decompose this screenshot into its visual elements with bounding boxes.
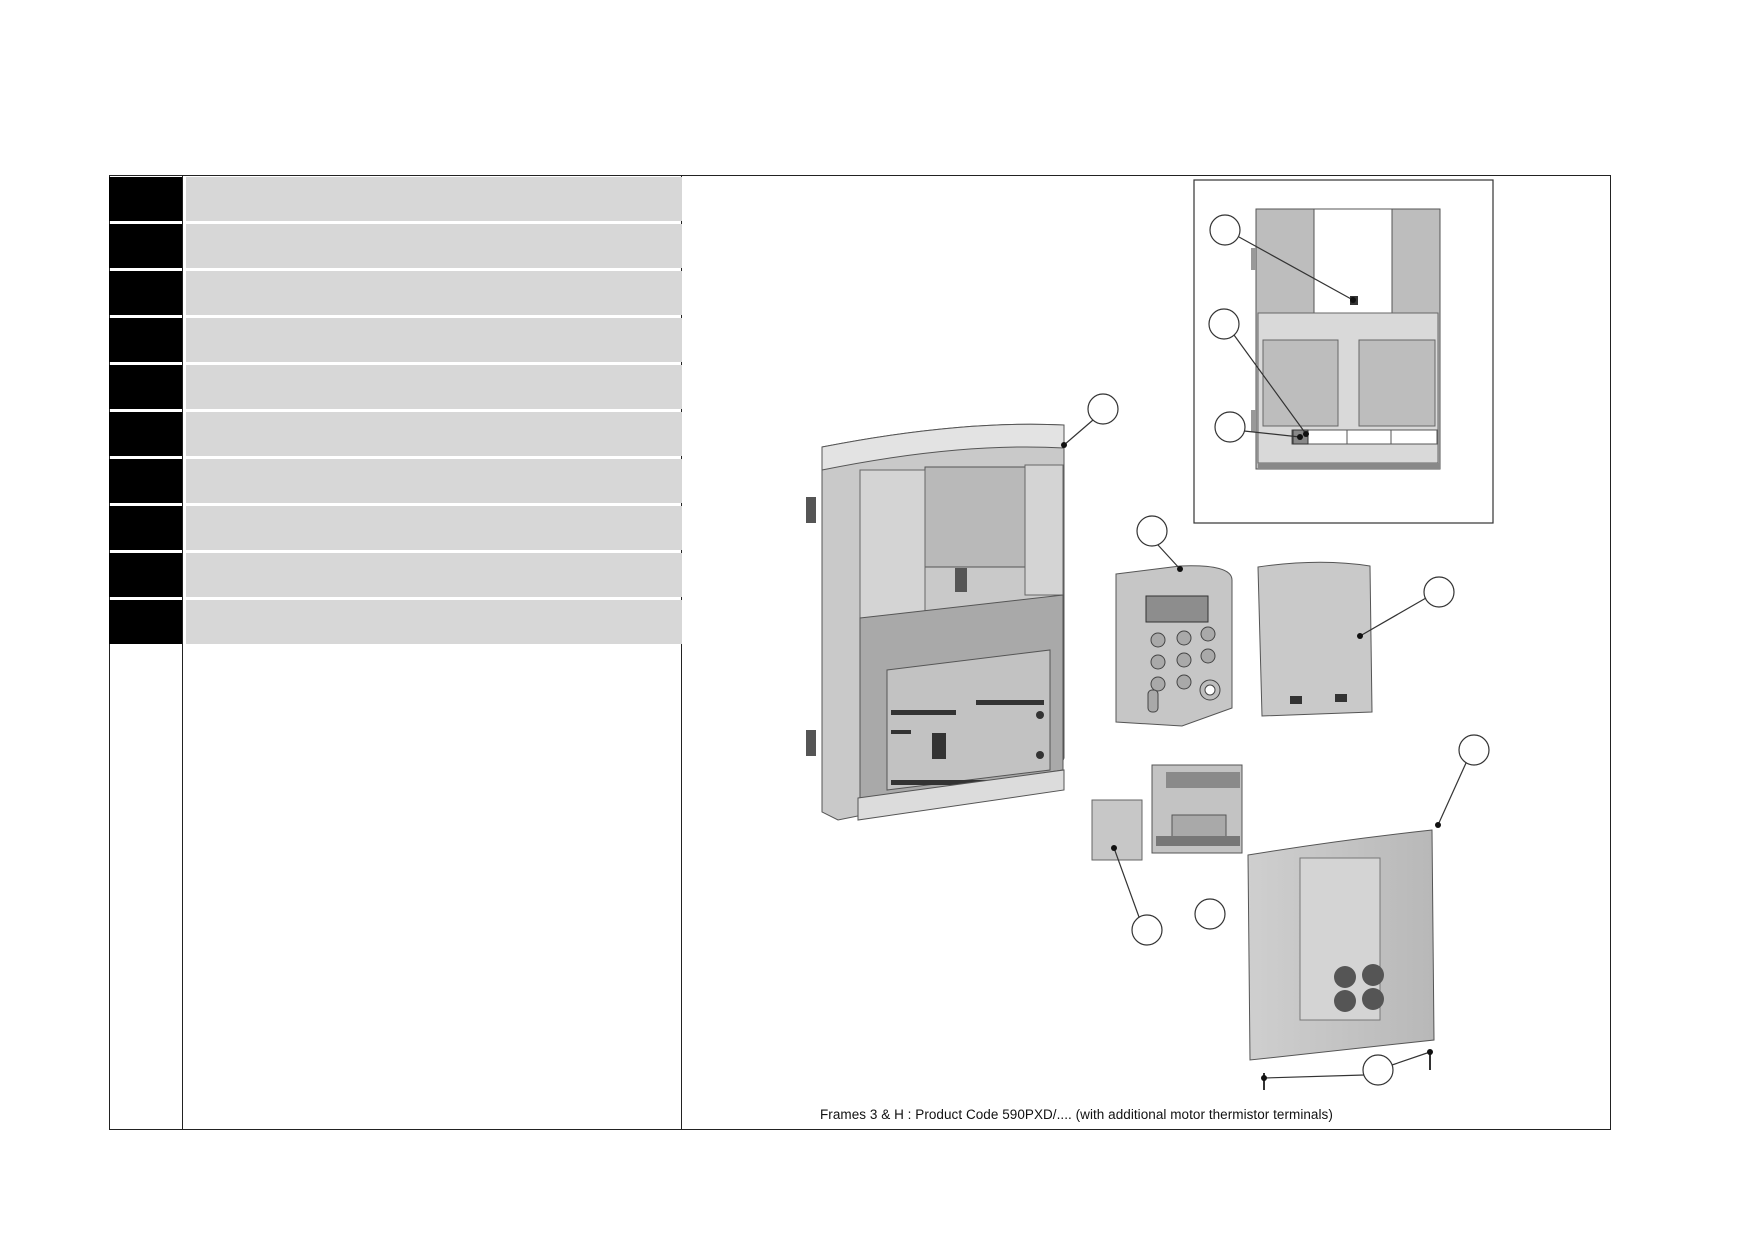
item-description-cell — [186, 459, 682, 503]
item-number-cell — [109, 224, 182, 268]
terminal-cover — [1247, 829, 1435, 1090]
item-number-cell — [109, 600, 182, 644]
blank-cover — [1257, 561, 1373, 717]
inset-view — [1193, 179, 1494, 524]
table-row — [109, 553, 682, 597]
table-row — [109, 271, 682, 315]
column-divider-figure — [681, 175, 682, 1130]
item-number-cell — [109, 365, 182, 409]
item-description-cell — [186, 365, 682, 409]
item-number-cell — [109, 177, 182, 221]
item-description-cell — [186, 318, 682, 362]
callout-markers — [1063, 214, 1490, 1086]
keypad — [1115, 565, 1233, 727]
table-row — [109, 365, 682, 409]
item-number-cell — [109, 459, 182, 503]
item-description-cell — [186, 177, 682, 221]
table-row — [109, 224, 682, 268]
leader-dots — [1061, 297, 1441, 1081]
item-number-cell — [109, 553, 182, 597]
option-module — [1091, 764, 1243, 861]
item-description-cell — [186, 224, 682, 268]
item-description-cell — [186, 553, 682, 597]
item-description-cell — [186, 600, 682, 644]
figure-caption: Frames 3 & H : Product Code 590PXD/.... … — [820, 1107, 1333, 1122]
item-number-cell — [109, 412, 182, 456]
item-description-cell — [186, 412, 682, 456]
table-row — [109, 318, 682, 362]
table-row — [109, 177, 682, 221]
item-number-cell — [109, 271, 182, 315]
column-divider-number — [182, 175, 183, 1130]
item-description-cell — [186, 271, 682, 315]
item-number-cell — [109, 318, 182, 362]
table-row — [109, 506, 682, 550]
table-row — [109, 459, 682, 503]
item-number-cell — [109, 506, 182, 550]
drive-chassis — [806, 423, 1065, 821]
item-description-cell — [186, 506, 682, 550]
page-frame — [109, 175, 1611, 1130]
table-row — [109, 412, 682, 456]
table-row — [109, 600, 682, 644]
